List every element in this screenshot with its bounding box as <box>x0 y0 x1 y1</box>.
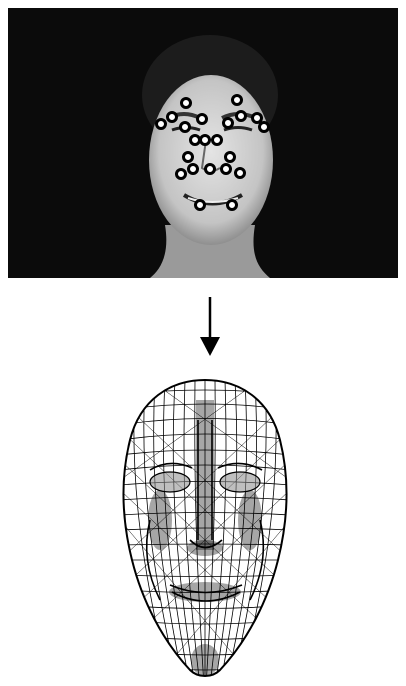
down-arrow-icon <box>200 297 220 356</box>
marker <box>228 201 237 210</box>
marker <box>237 112 246 121</box>
marker <box>224 119 233 128</box>
marker <box>222 165 231 174</box>
marker <box>226 153 235 162</box>
marker <box>168 113 177 122</box>
marker <box>182 99 191 108</box>
marker <box>189 165 198 174</box>
marker <box>157 120 166 129</box>
face-photo <box>8 8 398 278</box>
marker <box>198 115 207 124</box>
marker <box>233 96 242 105</box>
marker <box>191 136 200 145</box>
marker <box>206 165 215 174</box>
marker <box>201 136 210 145</box>
marker <box>236 169 245 178</box>
marker <box>213 136 222 145</box>
marker <box>196 201 205 210</box>
marker <box>181 123 190 132</box>
wireframe-face-model <box>120 380 290 686</box>
marker <box>253 114 262 123</box>
marker <box>184 153 193 162</box>
marker <box>177 170 186 179</box>
marker <box>260 123 269 132</box>
face <box>149 75 273 245</box>
